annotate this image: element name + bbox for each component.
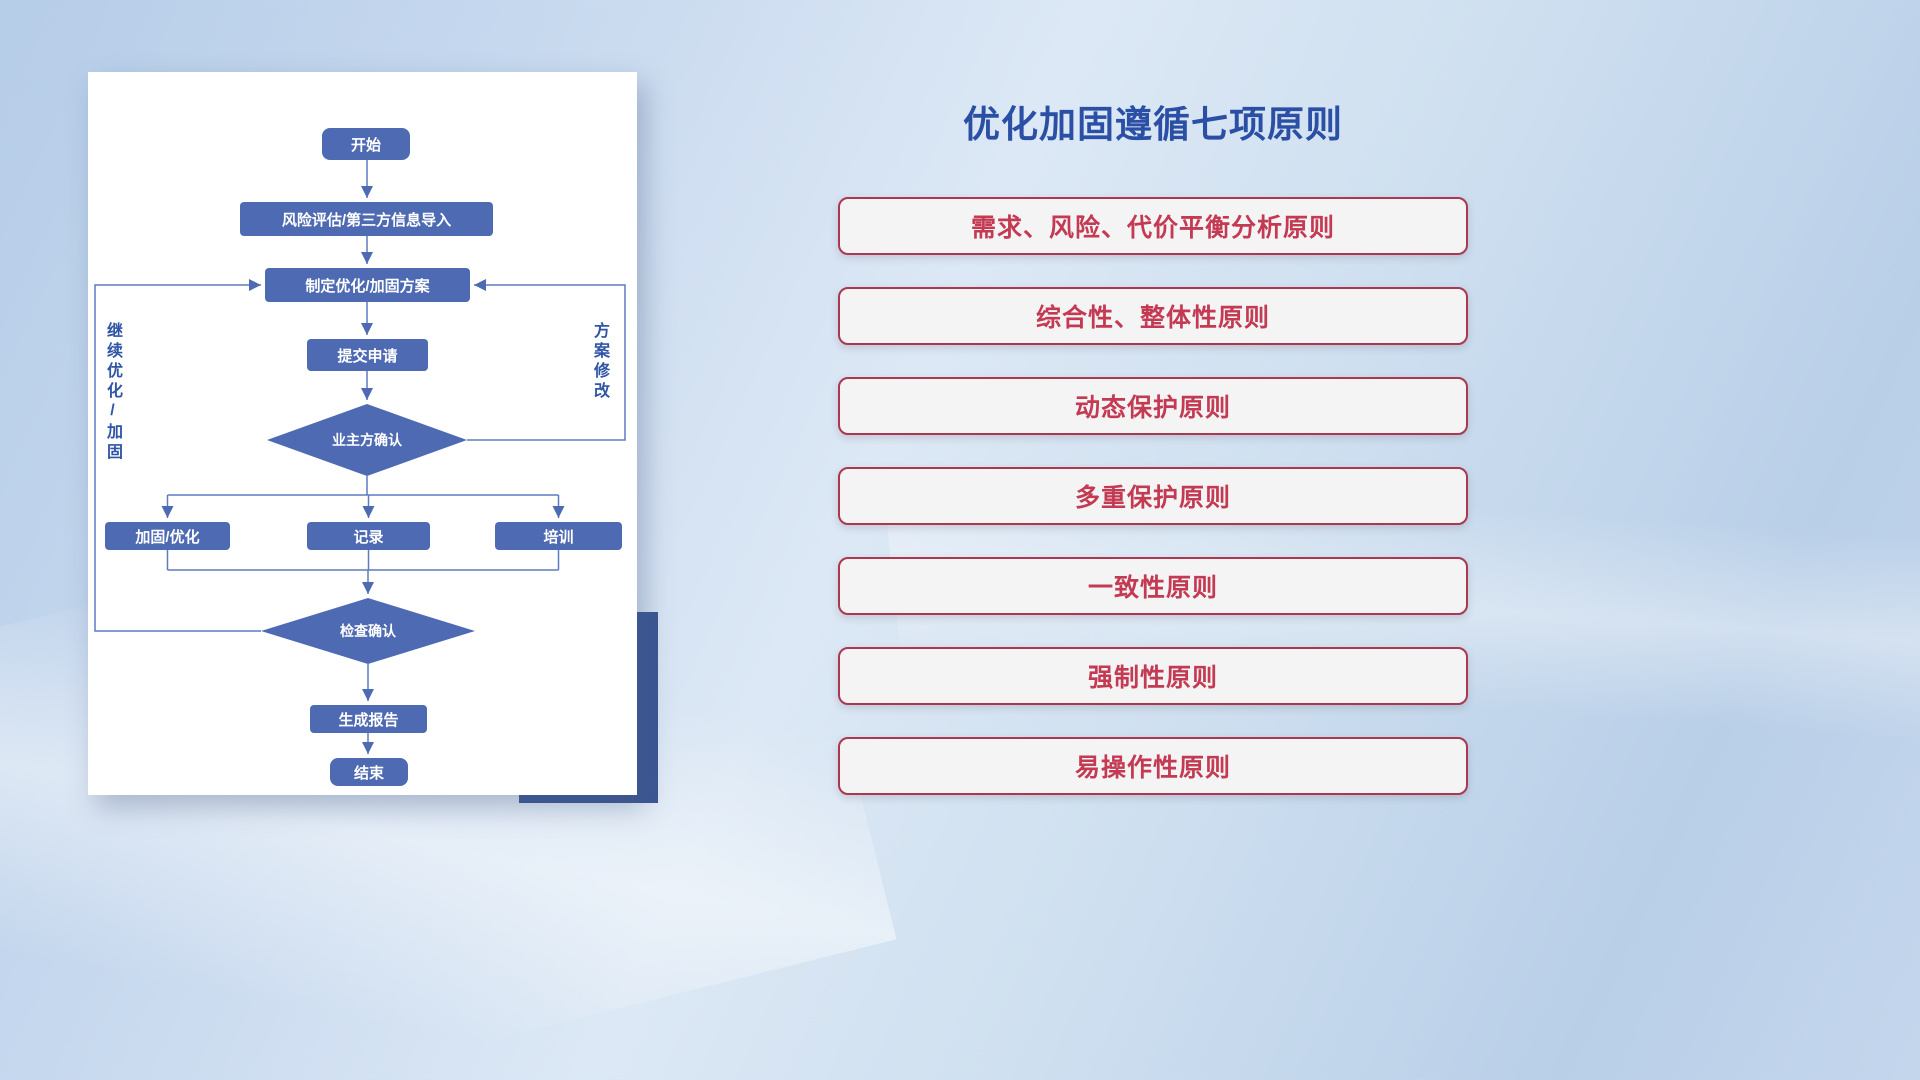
principle-item-5-label: 一致性原则 bbox=[1087, 574, 1218, 602]
node-generate-report-label: 生成报告 bbox=[338, 711, 399, 729]
principle-item-7: 易操作性原则 bbox=[838, 737, 1468, 795]
label-continue-optimize-loop: 继续优化/加固 bbox=[104, 322, 121, 463]
node-risk-assessment: 风险评估/第三方信息导入 bbox=[240, 202, 493, 236]
principle-item-4: 多重保护原则 bbox=[838, 467, 1468, 525]
node-check-confirm-label: 检查确认 bbox=[340, 623, 396, 639]
principle-item-2: 综合性、整体性原则 bbox=[838, 287, 1468, 345]
node-start-label: 开始 bbox=[350, 136, 381, 154]
principle-item-1: 需求、风险、代价平衡分析原则 bbox=[838, 197, 1468, 255]
principle-item-1-label: 需求、风险、代价平衡分析原则 bbox=[970, 214, 1335, 242]
page-title: 优化加固遵循七项原则 bbox=[963, 104, 1343, 145]
principle-item-6-label: 强制性原则 bbox=[1087, 664, 1218, 692]
node-submit-application: 提交申请 bbox=[307, 339, 428, 371]
principles-list: 需求、风险、代价平衡分析原则 综合性、整体性原则 动态保护原则 多重保护原则 一… bbox=[838, 197, 1468, 795]
principle-item-4-label: 多重保护原则 bbox=[1074, 484, 1231, 512]
node-training-label: 培训 bbox=[543, 528, 574, 546]
node-reinforce-optimize: 加固/优化 bbox=[105, 522, 230, 550]
principle-item-7-label: 易操作性原则 bbox=[1074, 754, 1231, 782]
principle-item-2-label: 综合性、整体性原则 bbox=[1035, 304, 1270, 332]
node-make-plan: 制定优化/加固方案 bbox=[265, 268, 470, 302]
principle-item-5: 一致性原则 bbox=[838, 557, 1468, 615]
node-end-label: 结束 bbox=[353, 764, 384, 782]
flowchart-connectors bbox=[94, 160, 626, 754]
node-record: 记录 bbox=[307, 522, 430, 550]
node-generate-report: 生成报告 bbox=[310, 705, 427, 733]
label-plan-revision-loop: 方案修改 bbox=[591, 322, 608, 402]
node-make-plan-label: 制定优化/加固方案 bbox=[305, 277, 430, 295]
node-start: 开始 bbox=[322, 128, 410, 160]
node-owner-confirm-label: 业主方确认 bbox=[332, 432, 402, 448]
node-training: 培训 bbox=[495, 522, 622, 550]
node-reinforce-optimize-label: 加固/优化 bbox=[135, 528, 200, 546]
node-end: 结束 bbox=[330, 758, 408, 786]
flowchart-card: 开始 风险评估/第三方信息导入 制定优化/加固方案 提交申请 业主方确认 加固/… bbox=[88, 72, 637, 795]
node-submit-application-label: 提交申请 bbox=[337, 347, 398, 365]
principle-item-6: 强制性原则 bbox=[838, 647, 1468, 705]
principle-item-3-label: 动态保护原则 bbox=[1074, 394, 1231, 422]
principle-item-3: 动态保护原则 bbox=[838, 377, 1468, 435]
node-record-label: 记录 bbox=[353, 528, 384, 546]
node-risk-assessment-label: 风险评估/第三方信息导入 bbox=[281, 211, 452, 229]
